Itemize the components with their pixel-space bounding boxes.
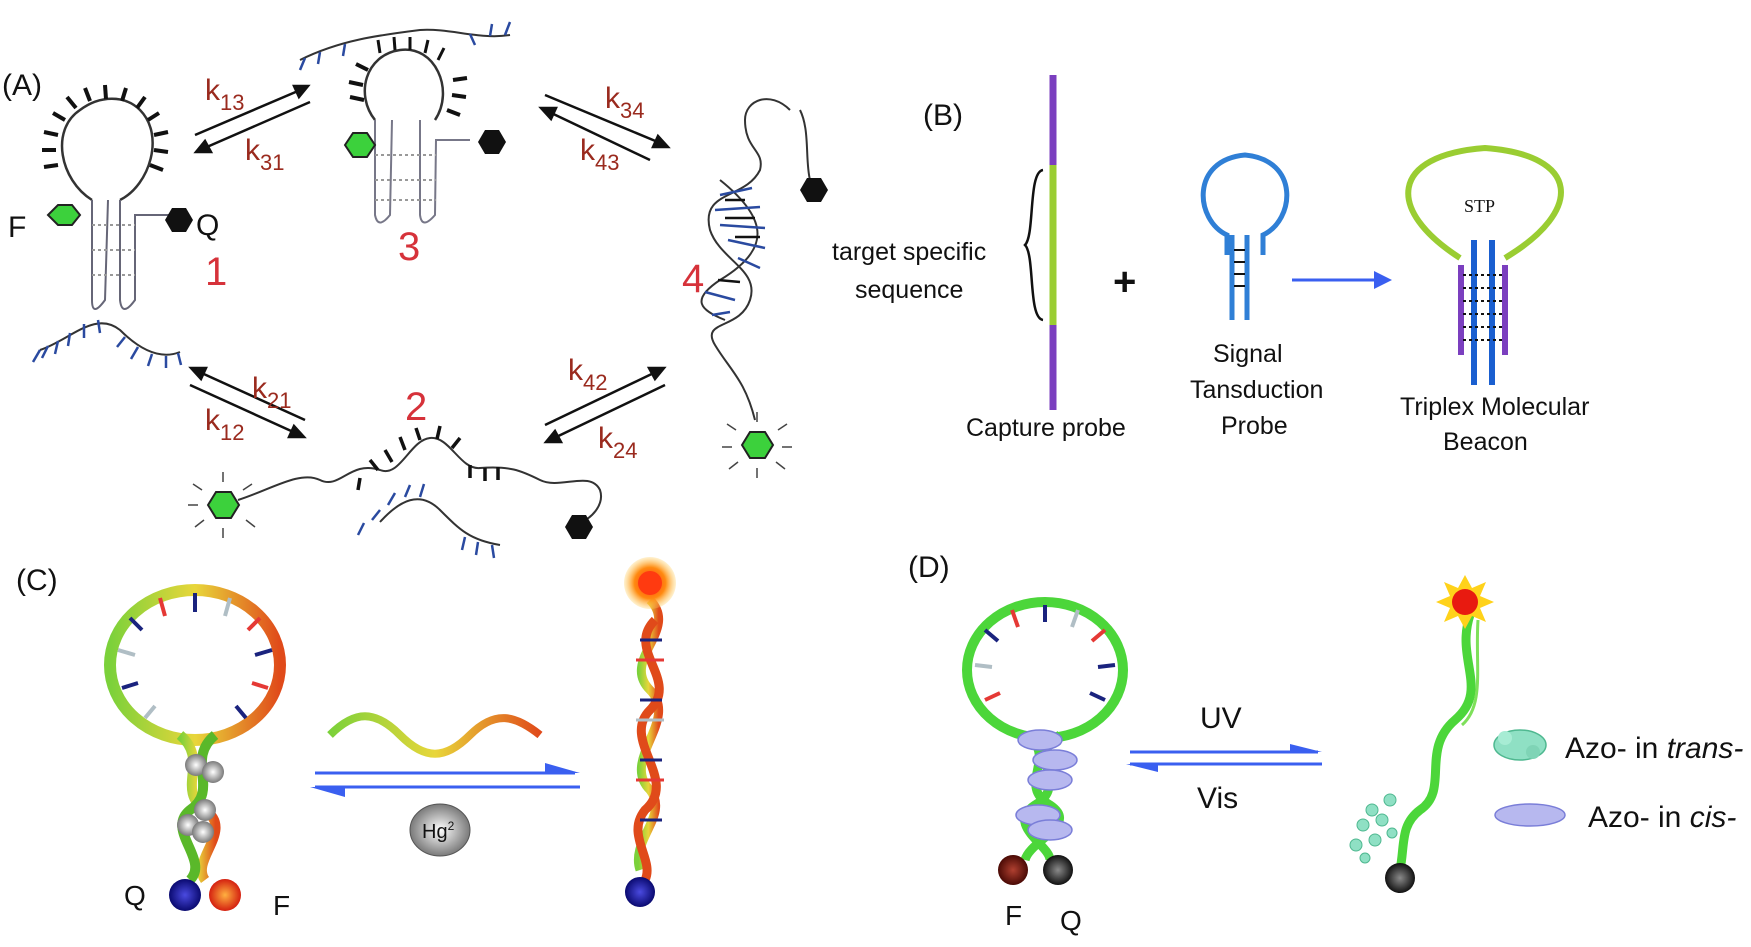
glowing-fluorophore-2 — [188, 472, 256, 538]
emitting-fluorophore-c — [624, 557, 676, 609]
azo-cis-legend-icon — [1494, 803, 1566, 827]
triplex-molecular-beacon — [1405, 144, 1564, 385]
azo-cis-stack — [1015, 729, 1078, 841]
azo-trans-label: Azo- in trans- — [1565, 732, 1743, 765]
stp-tag-label: STP — [1464, 196, 1495, 216]
panel-b-label: (B) — [923, 99, 963, 132]
reversible-arrows-d — [1126, 744, 1322, 772]
quencher-ball-c2 — [625, 877, 655, 907]
azo-trans-cluster — [1349, 793, 1398, 864]
equilibrium-arrows-13 — [193, 84, 311, 154]
quench-label-c: Q — [124, 880, 146, 911]
state-label-4: 4 — [682, 257, 704, 301]
plus-sign: + — [1113, 260, 1136, 304]
rate-k42: k42 — [568, 354, 607, 395]
quencher-hexagon-2 — [565, 515, 593, 539]
state-label-3: 3 — [398, 225, 420, 269]
stp-label-line3: Probe — [1221, 412, 1288, 440]
panel-c: (C) Q — [16, 557, 676, 921]
vis-label: Vis — [1197, 782, 1238, 815]
tmb-label-line2: Beacon — [1443, 428, 1528, 456]
glowing-fluorophore-4 — [722, 412, 792, 478]
uv-label: UV — [1200, 702, 1242, 735]
reversible-arrows-c — [310, 763, 580, 797]
opened-strand-d — [1395, 613, 1480, 871]
fluorophore-ball-c — [209, 879, 241, 911]
panel-a-label: (A) — [2, 69, 42, 102]
fluor-label-a: F — [8, 211, 26, 244]
svg-text:Hg2: Hg2 — [422, 819, 455, 843]
equilibrium-arrows-34 — [538, 93, 671, 162]
stp-hairpin — [1200, 152, 1290, 320]
rate-k24: k24 — [598, 422, 637, 463]
tmb-label-line1: Triplex Molecular — [1400, 393, 1589, 421]
rate-k21: k21 — [252, 372, 291, 413]
quencher-hexagon-1 — [165, 208, 193, 232]
quencher-ball-d2 — [1385, 863, 1415, 893]
mercury-ion-stack — [177, 754, 224, 843]
target-brace — [1023, 168, 1044, 322]
rate-k13: k13 — [205, 74, 244, 115]
panel-a: (A) F Q 1 — [2, 21, 828, 559]
mercury-ion-badge: Hg2 — [409, 803, 471, 857]
stp-label-line1: Signal — [1213, 340, 1283, 368]
hairpin-state-3 — [298, 21, 512, 224]
emitting-fluorophore-d — [1436, 575, 1494, 629]
equilibrium-arrows-24 — [543, 366, 667, 444]
quencher-hexagon-4 — [800, 178, 828, 202]
fluor-label-d: F — [1005, 900, 1022, 931]
equilibrium-arrows-12 — [188, 366, 307, 439]
target-strand-c — [327, 712, 543, 758]
fluorophore-hexagon-3 — [343, 132, 377, 158]
panel-c-label: (C) — [16, 564, 58, 597]
quencher-hexagon-3 — [478, 130, 506, 154]
quencher-ball-c — [169, 879, 201, 911]
azo-cis-label: Azo- in cis- — [1588, 801, 1736, 834]
open-strand-state-2 — [237, 425, 602, 559]
azo-trans-legend-icon — [1493, 729, 1547, 761]
rate-k31: k31 — [245, 134, 284, 175]
rate-k12: k12 — [205, 404, 244, 445]
quencher-ball-d — [1043, 855, 1073, 885]
fluorophore-hexagon-1 — [46, 204, 82, 226]
state-label-2: 2 — [405, 385, 427, 429]
state-label-1: 1 — [205, 250, 227, 294]
fluor-label-c: F — [273, 890, 290, 921]
fluorophore-ball-d — [998, 855, 1028, 885]
hybridized-duplex-c — [633, 596, 664, 883]
panel-b: (B) target specific sequence Capture pro… — [832, 75, 1589, 456]
hairpin-state-1 — [42, 84, 172, 310]
panel-d-label: (D) — [908, 551, 950, 584]
panel-d: (D) F Q U — [908, 551, 1743, 936]
reaction-arrow-b — [1292, 271, 1392, 289]
rate-k34: k34 — [605, 82, 644, 123]
rate-k43: k43 — [580, 134, 619, 175]
quench-label-a: Q — [196, 209, 219, 242]
target-strand-a — [31, 319, 183, 368]
duplex-state-4 — [700, 98, 811, 421]
stp-label-line2: Tansduction — [1190, 376, 1323, 404]
target-specific-line1: target specific — [832, 238, 986, 266]
target-specific-line2: sequence — [855, 276, 963, 304]
quench-label-d: Q — [1060, 905, 1082, 936]
capture-probe-label: Capture probe — [966, 414, 1126, 442]
